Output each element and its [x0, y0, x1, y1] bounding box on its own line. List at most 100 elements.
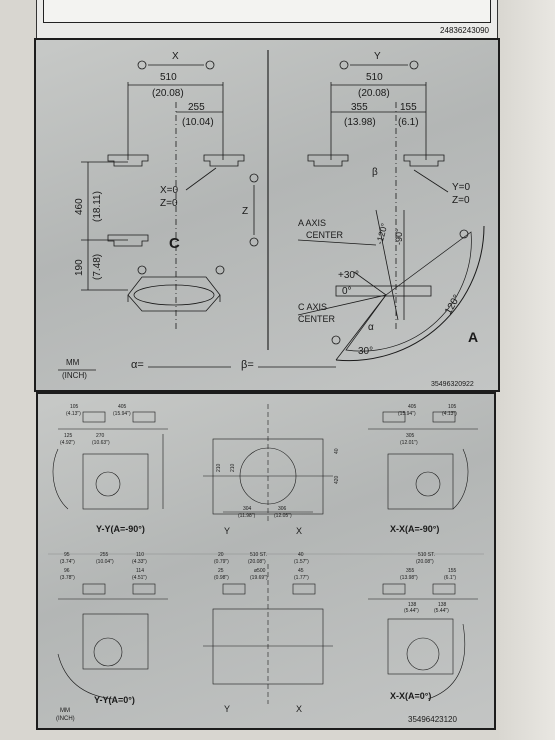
angle-120: 120°: [443, 293, 463, 316]
br-dim-510st: 510 ST.: [418, 552, 435, 558]
center-x-axis: X: [296, 526, 302, 536]
beta-symbol: β: [372, 167, 378, 178]
angle-minus90: -90°: [394, 228, 404, 245]
alpha-symbol: α: [368, 322, 374, 333]
tr-dim-405: 405: [408, 404, 417, 410]
bl-dim-255: 255: [100, 552, 109, 558]
br-dim-510st-in: (20.08"): [416, 559, 434, 565]
z-zero-left: Z=0: [160, 198, 178, 209]
dim-190-in: (7.48): [92, 254, 103, 280]
a-center-text: CENTER: [306, 230, 344, 240]
bc-dim-20-in: (0.79"): [214, 559, 229, 565]
dim-190: 190: [74, 259, 85, 276]
tl-dim-125-in: (4.92"): [60, 440, 75, 446]
tl-dim-405-in: (15.94"): [113, 411, 131, 417]
tr-dim-105: 105: [448, 404, 457, 410]
bottom-units-inch: (INCH): [56, 716, 75, 722]
tl-dim-105-in: (4.13"): [66, 411, 81, 417]
top-axis-plate: X 510 (20.08) 255 (10.04) 460 (18.11) 19…: [34, 38, 500, 392]
br-dim-138b-in: (5.44"): [434, 608, 449, 614]
dim-255-in: (10.04): [182, 117, 214, 128]
top-strip-serial: 24836243090: [440, 26, 489, 35]
dim-510-r: 510: [366, 72, 383, 83]
dim-510-in-r: (20.08): [358, 88, 390, 99]
units-inch: (INCH): [62, 371, 87, 380]
angle-plus30: +30°: [338, 270, 359, 281]
bc-dim-25-in: (0.98"): [214, 575, 229, 581]
a-axis-text: A AXIS: [298, 218, 326, 228]
dim-460: 460: [74, 198, 85, 215]
bc-dim-dia500: ø500: [254, 568, 266, 574]
top-plate-serial: 35496320922: [431, 381, 474, 388]
tc-dim-210b: 210: [230, 463, 236, 472]
bl-dim-96: 96: [64, 568, 70, 574]
tl-dim-270-in: (10.63"): [92, 440, 110, 446]
tc-dim-420: 420: [334, 475, 340, 484]
bottom-units-mm: MM: [60, 708, 70, 714]
tl-dim-270: 270: [96, 433, 105, 439]
bc-dim-45: 45: [298, 568, 304, 574]
bl-dim-110: 110: [136, 552, 144, 558]
view-xx-a0: X-X(A=0°): [390, 691, 431, 701]
z-zero-right: Z=0: [452, 195, 470, 206]
dim-155: 155: [400, 102, 417, 113]
br-dim-355: 355: [406, 568, 415, 574]
y-axis-label: Y: [374, 51, 381, 62]
tc-dim-304-in: (11.98"): [238, 513, 256, 519]
bl-dim-95: 95: [64, 552, 70, 558]
bc-dim-dia500-in: (19.69"): [250, 575, 268, 581]
bl-dim-114-in: (4.51"): [132, 575, 147, 581]
bc-dim-510st-in: (20.08"): [248, 559, 266, 565]
tr-dim-405-in: (15.94"): [398, 411, 416, 417]
view-xx-a90: X-X(A=-90°): [390, 524, 439, 534]
bl-dim-95-in: (3.74"): [60, 559, 75, 565]
tr-dim-305-in: (12.01"): [400, 440, 418, 446]
bottom-plate-diagram: 105 405 (4.13") (15.94") 125 270 (4.92")…: [48, 404, 484, 724]
view-yy-a0: Y-Y(A=0°): [94, 695, 135, 705]
br-dim-355-in: (13.98"): [400, 575, 418, 581]
bc-dim-25: 25: [218, 568, 224, 574]
top-label-strip: 24836243090: [36, 0, 498, 39]
dim-510-in: (20.08): [152, 88, 184, 99]
bc-dim-40-in: (1.57"): [294, 559, 309, 565]
tc-dim-306: 306: [278, 506, 287, 512]
tc-dim-210a: 210: [216, 463, 222, 472]
br-dim-138b: 138: [438, 602, 447, 608]
tr-dim-305: 305: [406, 433, 415, 439]
c-axis-label: C: [169, 235, 180, 252]
units-mm: MM: [66, 358, 80, 367]
tl-dim-125: 125: [64, 433, 73, 439]
center-y-axis-bottom: Y: [224, 704, 230, 714]
tc-dim-306-in: (12.05"): [274, 513, 292, 519]
dim-355-in: (13.98): [344, 117, 376, 128]
center-y-axis: Y: [224, 526, 230, 536]
a-rotary-label: A: [468, 329, 478, 345]
bc-dim-510st: 510 ST.: [250, 552, 267, 558]
br-dim-138a: 138: [408, 602, 417, 608]
c-center-text: CENTER: [298, 314, 336, 324]
angle-minus120: -120°: [374, 222, 389, 246]
dim-355: 355: [351, 102, 368, 113]
beta-value-label: β=: [241, 359, 254, 371]
bottom-workspace-plate: 105 405 (4.13") (15.94") 125 270 (4.92")…: [36, 392, 496, 730]
bc-dim-20: 20: [218, 552, 224, 558]
dim-155-in: (6.1): [398, 117, 419, 128]
tr-dim-105-in: (4.13"): [442, 411, 457, 417]
bc-dim-40: 40: [298, 552, 304, 558]
y-zero: Y=0: [452, 182, 471, 193]
dim-460-in: (18.11): [92, 191, 103, 222]
center-x-axis-bottom: X: [296, 704, 302, 714]
dim-510: 510: [160, 72, 177, 83]
z-axis-label: Z: [242, 206, 248, 217]
background-wall: [499, 0, 555, 740]
bottom-plate-serial: 35496423120: [408, 715, 457, 724]
tc-dim-40: 40: [334, 448, 340, 454]
br-dim-155-in: (6.1"): [444, 575, 456, 581]
tc-dim-304: 304: [243, 506, 252, 512]
top-plate-diagram: X 510 (20.08) 255 (10.04) 460 (18.11) 19…: [58, 50, 485, 388]
bl-dim-255-in: (10.04"): [96, 559, 114, 565]
bc-dim-45-in: (1.77"): [294, 575, 309, 581]
bl-dim-96-in: (3.78"): [60, 575, 75, 581]
bl-dim-110-in: (4.33"): [132, 559, 147, 565]
x-axis-label: X: [172, 51, 179, 62]
